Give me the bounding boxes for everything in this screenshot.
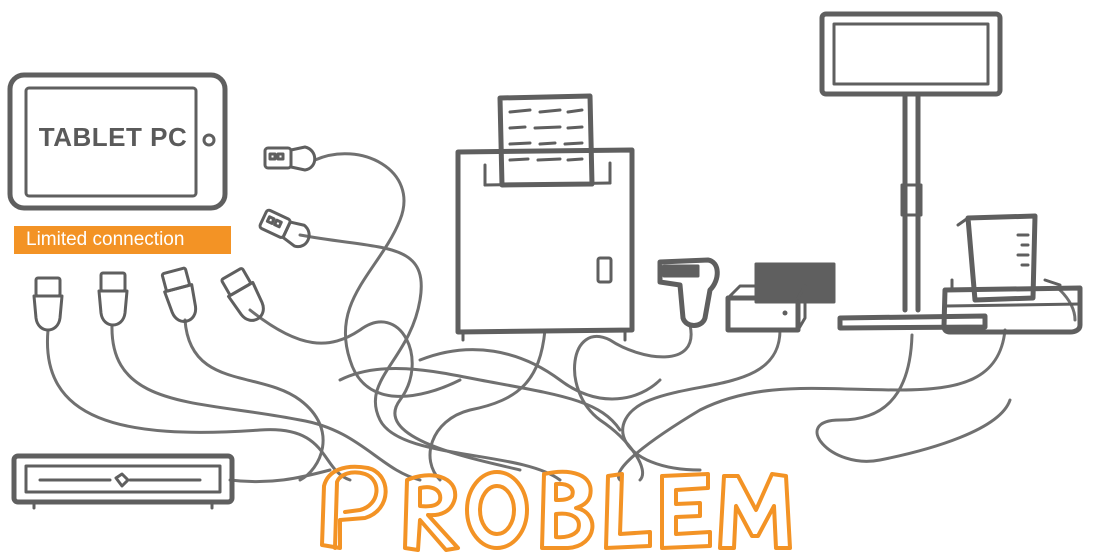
router-icon [14,456,232,508]
usb-plug-icon [34,278,62,330]
tablet-label: TABLET PC [28,122,198,153]
usb-plug-icon [258,208,313,250]
usb-plug-icon [160,267,201,324]
usb-plug-icon [265,147,315,170]
usb-plug-icon [220,267,270,326]
limited-connection-badge: Limited connection [14,226,231,254]
cash-drawer-icon [728,264,834,330]
receipt-printer-icon [458,96,632,340]
usb-plug-icon [99,273,127,325]
barcode-scanner-icon [660,260,717,326]
problem-headline [322,467,790,550]
